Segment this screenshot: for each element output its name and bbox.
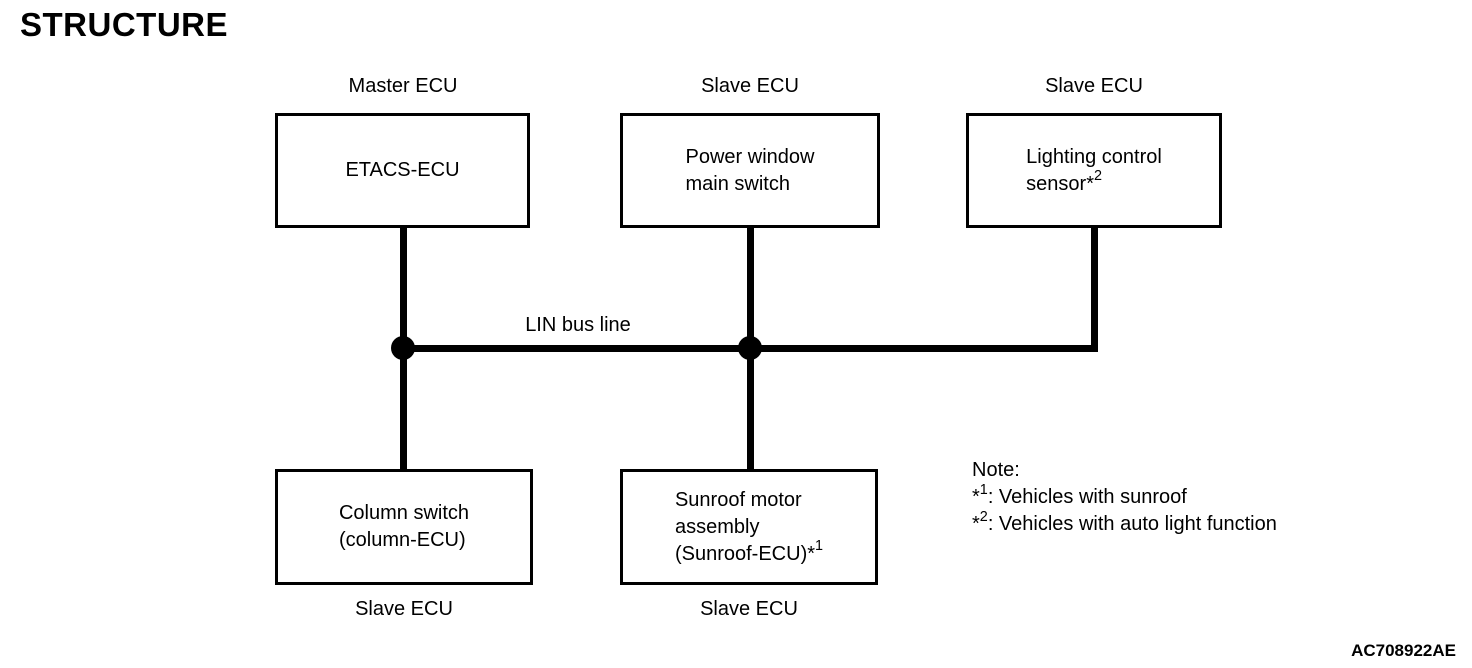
bus-junction-dot-middle bbox=[738, 336, 762, 360]
node-role-master-ecu: Master ECU bbox=[348, 75, 458, 97]
note-heading: Note: bbox=[972, 459, 1020, 481]
bus-junction-dot-left bbox=[391, 336, 415, 360]
node-role-slave-column-switch: Slave ECU bbox=[355, 598, 453, 620]
note-item-auto-light: *2: Vehicles with auto light function bbox=[972, 508, 1277, 535]
figure-code: AC708922AE bbox=[1351, 641, 1456, 660]
page-title: STRUCTURE bbox=[20, 6, 228, 43]
node-text-etacs-ecu: ETACS-ECU bbox=[345, 159, 460, 181]
node-box-lighting-control-sensor: Lighting control sensor*2 bbox=[966, 113, 1222, 228]
note-item-sunroof: *1: Vehicles with sunroof bbox=[972, 481, 1187, 508]
note-block: Note: *1: Vehicles with sunroof *2: Vehi… bbox=[972, 457, 1277, 538]
node-text-column-switch: Column switch (column-ECU) bbox=[338, 502, 470, 551]
footnote-ref-2: 2 bbox=[1093, 168, 1102, 185]
node-text-sunroof-motor-assembly: Sunroof motor assembly (Sunroof-ECU)*1 bbox=[674, 488, 824, 565]
node-box-sunroof-motor-assembly: Sunroof motor assembly (Sunroof-ECU)*1 bbox=[620, 469, 878, 585]
node-text-power-window-main-switch: Power window main switch bbox=[685, 145, 815, 195]
node-text-lighting-control-sensor: Lighting control sensor*2 bbox=[1026, 145, 1162, 195]
node-box-column-switch: Column switch (column-ECU) bbox=[275, 469, 533, 585]
connector-lighting-sensor-drop bbox=[1091, 226, 1098, 352]
node-role-slave-power-window: Slave ECU bbox=[701, 75, 799, 97]
node-box-etacs-ecu: ETACS-ECU bbox=[275, 113, 530, 228]
node-role-slave-sunroof: Slave ECU bbox=[700, 598, 798, 620]
note-ref-2: 2 bbox=[979, 508, 988, 525]
node-box-power-window-main-switch: Power window main switch bbox=[620, 113, 880, 228]
lin-bus-label: LIN bus line bbox=[525, 314, 631, 336]
note-ref-1: 1 bbox=[979, 481, 988, 498]
footnote-ref-1: 1 bbox=[815, 538, 824, 555]
node-role-slave-lighting-sensor: Slave ECU bbox=[1045, 75, 1143, 97]
